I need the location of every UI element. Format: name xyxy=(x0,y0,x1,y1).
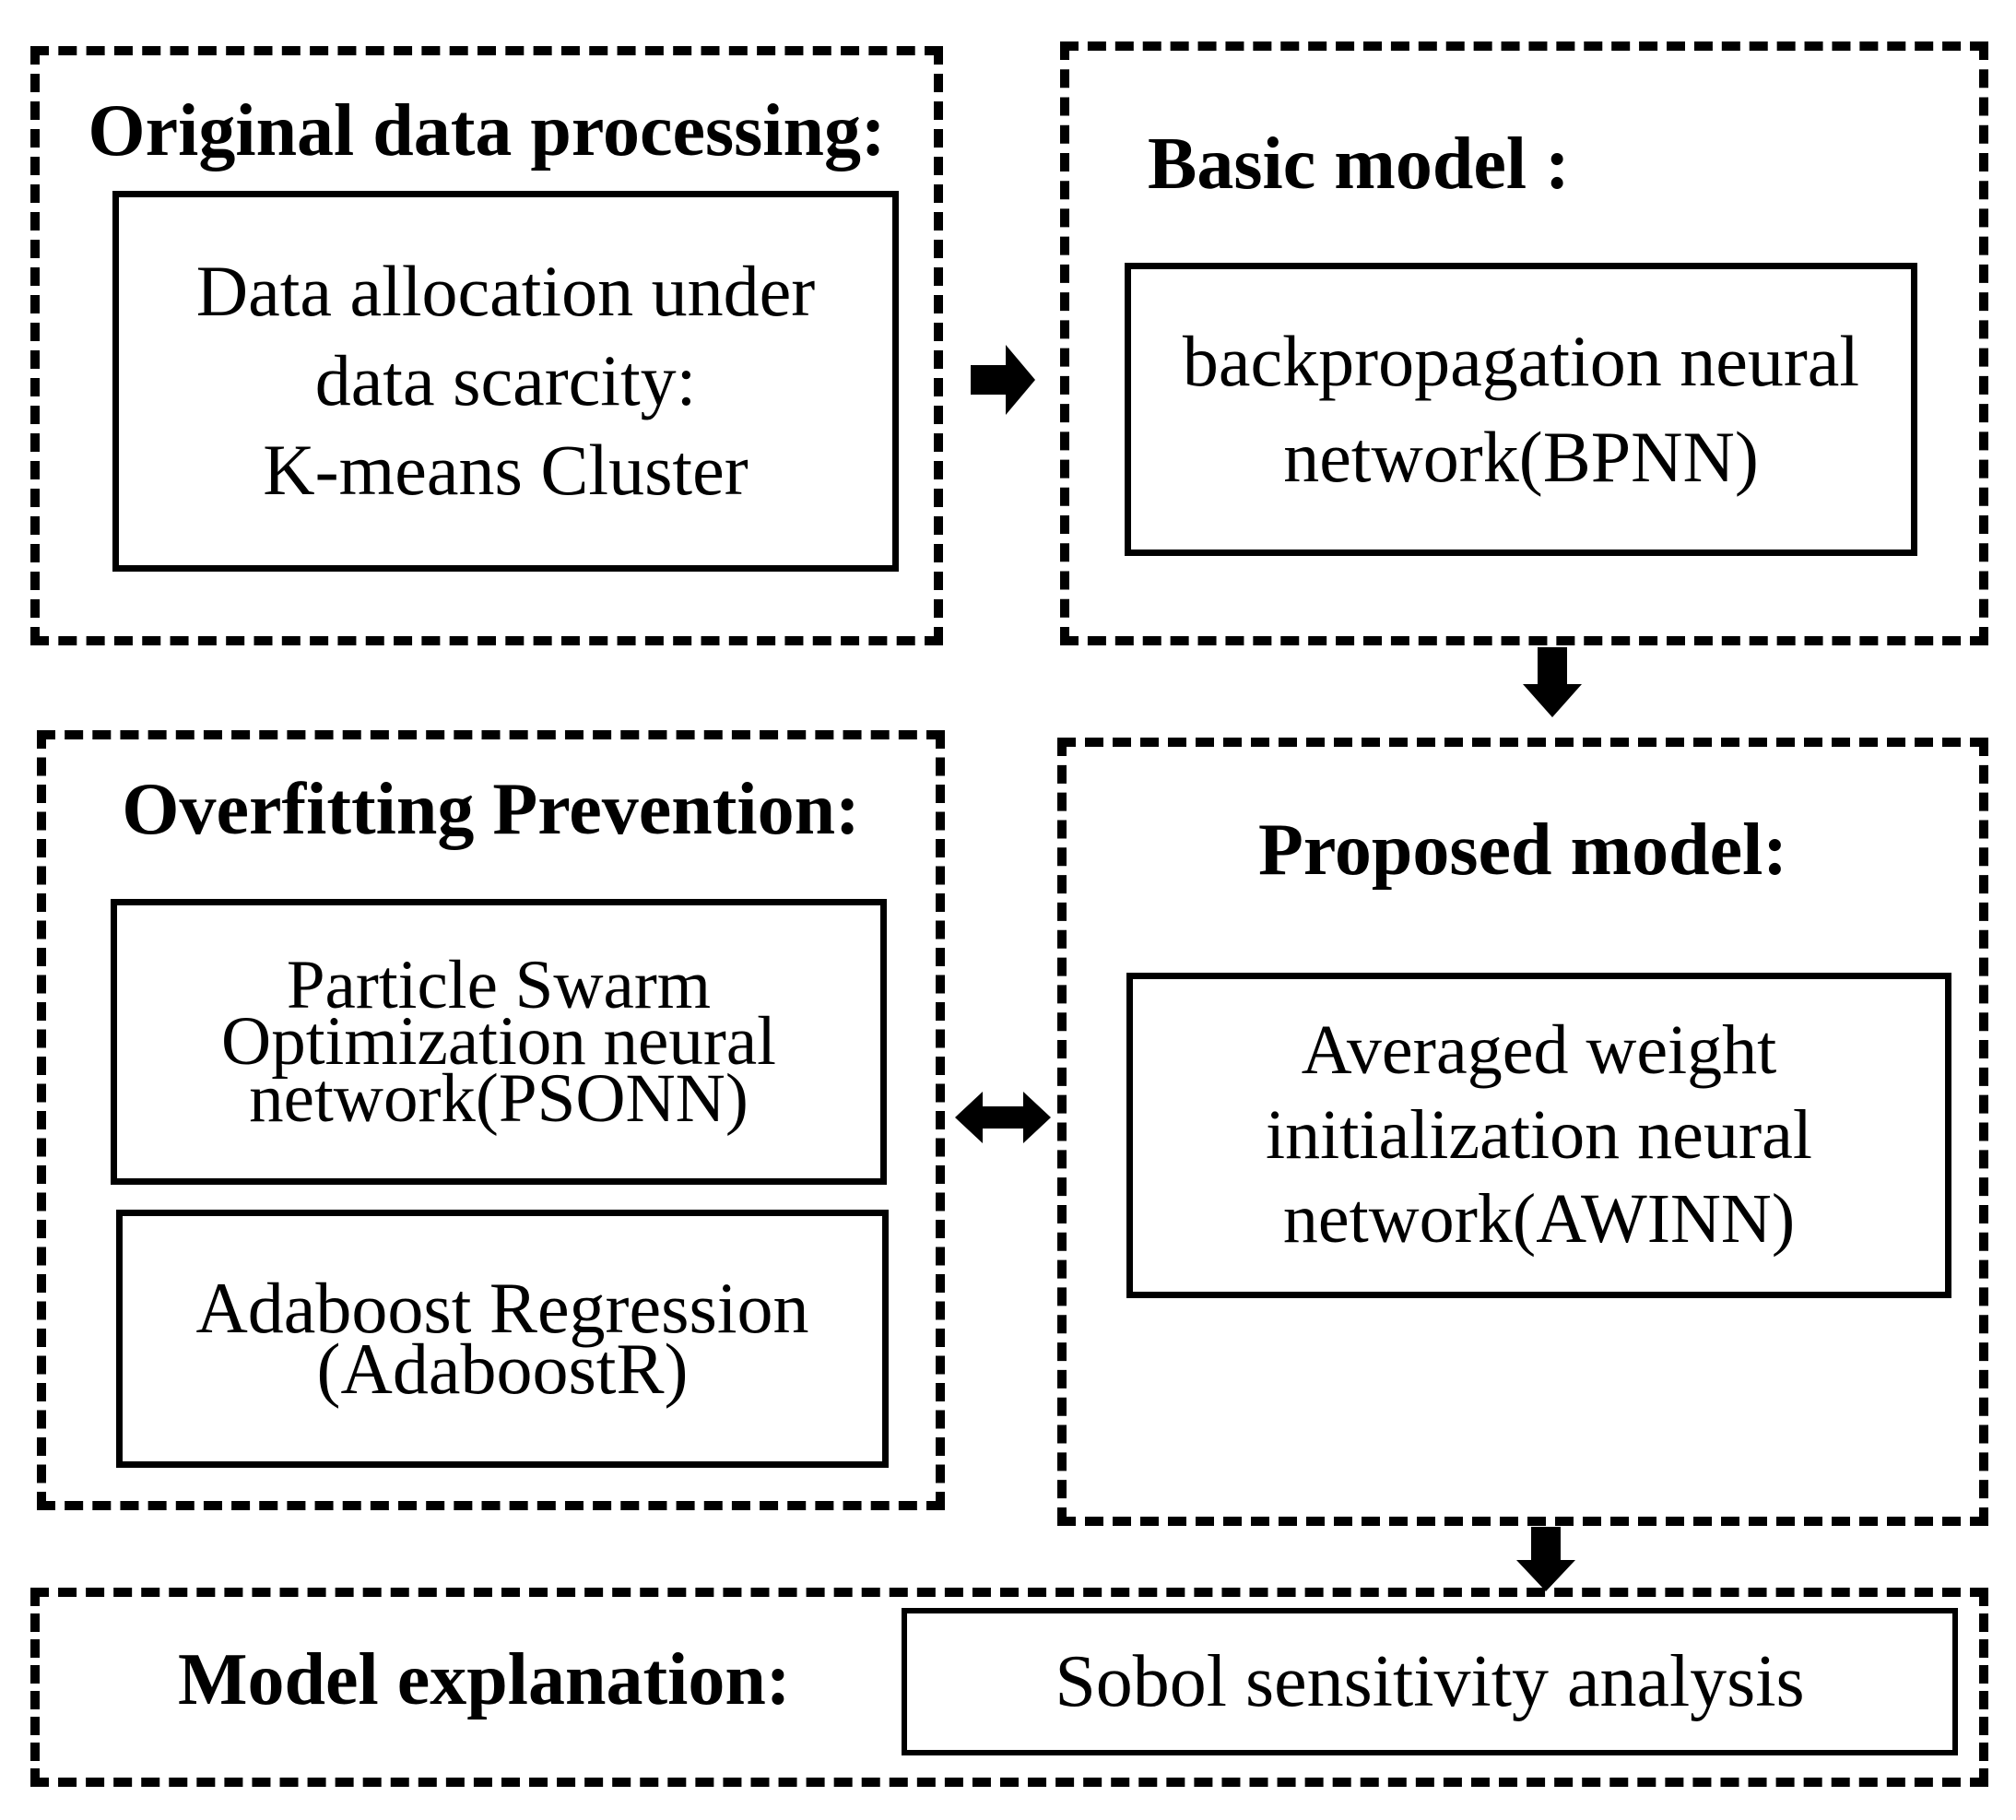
proposed-model-title: Proposed model: xyxy=(1257,810,1788,891)
kmeans-line-3: K-means Cluster xyxy=(263,429,749,510)
overfitting-prevention-title: Overfitting Prevention: xyxy=(122,769,860,850)
adaboost-line-1: Adaboost Regression xyxy=(195,1268,809,1349)
psonn-line-2: Optimization neural xyxy=(221,1003,776,1081)
kmeans-cluster-box: Data allocation under data scarcity: K-m… xyxy=(112,191,899,572)
bpnn-box: backpropagation neural network(BPNN) xyxy=(1125,263,1917,556)
kmeans-line-2: data scarcity: xyxy=(314,340,697,421)
arrow-left-right-icon xyxy=(955,1084,1051,1151)
awinn-line-1: Averaged weight xyxy=(1301,1010,1777,1089)
original-data-processing-title: Original data processing: xyxy=(88,90,886,171)
sobol-line-1: Sobol sensitivity analysis xyxy=(1055,1641,1805,1722)
kmeans-line-1: Data allocation under xyxy=(195,251,816,332)
section-overfitting-prevention xyxy=(37,730,945,1510)
basic-model-title: Basic model : xyxy=(1148,124,1570,205)
section-proposed-model xyxy=(1057,738,1988,1526)
arrow-right-icon xyxy=(971,345,1035,415)
adaboost-line-2: (AdaboostR) xyxy=(316,1329,689,1409)
bpnn-line-2: network(BPNN) xyxy=(1283,417,1759,497)
psonn-line-1: Particle Swarm xyxy=(286,946,712,1023)
arrow-down-icon xyxy=(1523,647,1582,717)
awinn-line-3: network(AWINN) xyxy=(1282,1180,1796,1259)
psonn-box: Particle Swarm Optimization neural netwo… xyxy=(111,899,887,1185)
adaboost-box: Adaboost Regression (AdaboostR) xyxy=(116,1210,889,1468)
awinn-box: Averaged weight initialization neural ne… xyxy=(1126,973,1951,1298)
section-basic-model xyxy=(1060,41,1988,645)
section-original-data-processing xyxy=(30,46,943,645)
bpnn-line-1: backpropagation neural xyxy=(1182,321,1860,402)
model-explanation-title: Model explanation: xyxy=(178,1639,791,1720)
section-model-explanation xyxy=(30,1588,1988,1787)
awinn-line-2: initialization neural xyxy=(1265,1095,1812,1174)
psonn-line-3: network(PSONN) xyxy=(249,1059,749,1137)
arrow-down-icon xyxy=(1516,1527,1575,1591)
sobol-box: Sobol sensitivity analysis xyxy=(902,1608,1958,1755)
